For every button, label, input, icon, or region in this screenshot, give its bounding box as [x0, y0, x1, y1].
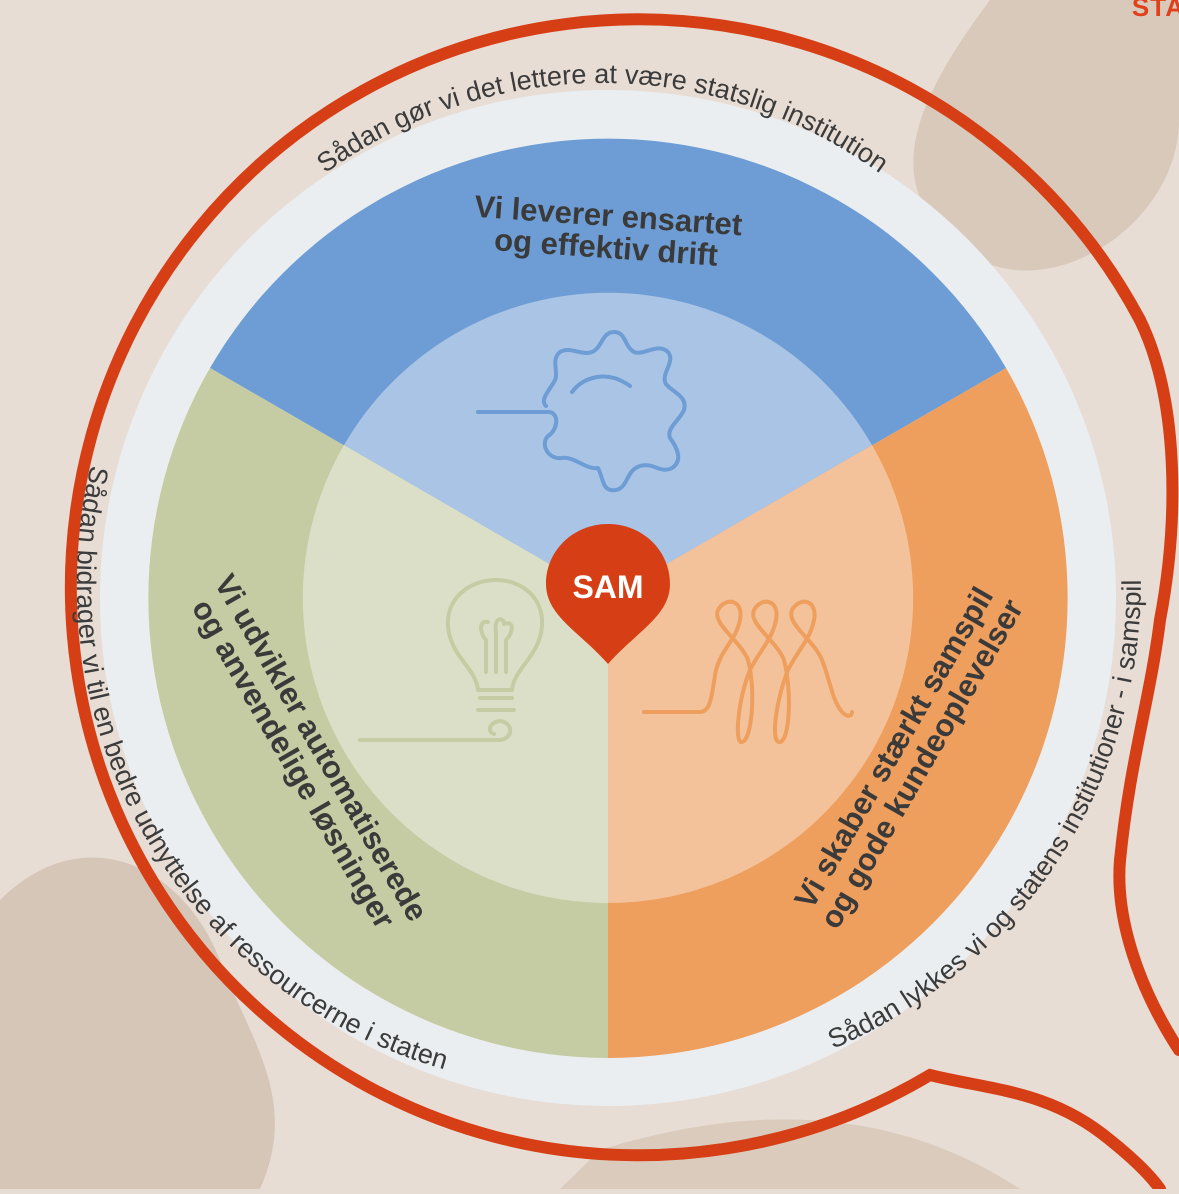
lightbulb-icon — [358, 578, 545, 742]
segment-samspil-inner — [608, 445, 914, 903]
segment-automation-inner — [302, 445, 608, 903]
pin-outline-tail — [1113, 314, 1179, 1056]
gear-icon — [476, 330, 687, 493]
segment-drift-inner — [344, 292, 872, 598]
pin-outline — [64, 13, 1166, 1194]
sam-badge-label: SAM — [572, 569, 643, 605]
people-icon — [642, 599, 854, 744]
sam-pin-shape — [546, 524, 670, 664]
inner-wheel — [302, 292, 914, 903]
sam-badge: SAM — [546, 524, 670, 664]
corner-label: STA — [1131, 0, 1179, 22]
